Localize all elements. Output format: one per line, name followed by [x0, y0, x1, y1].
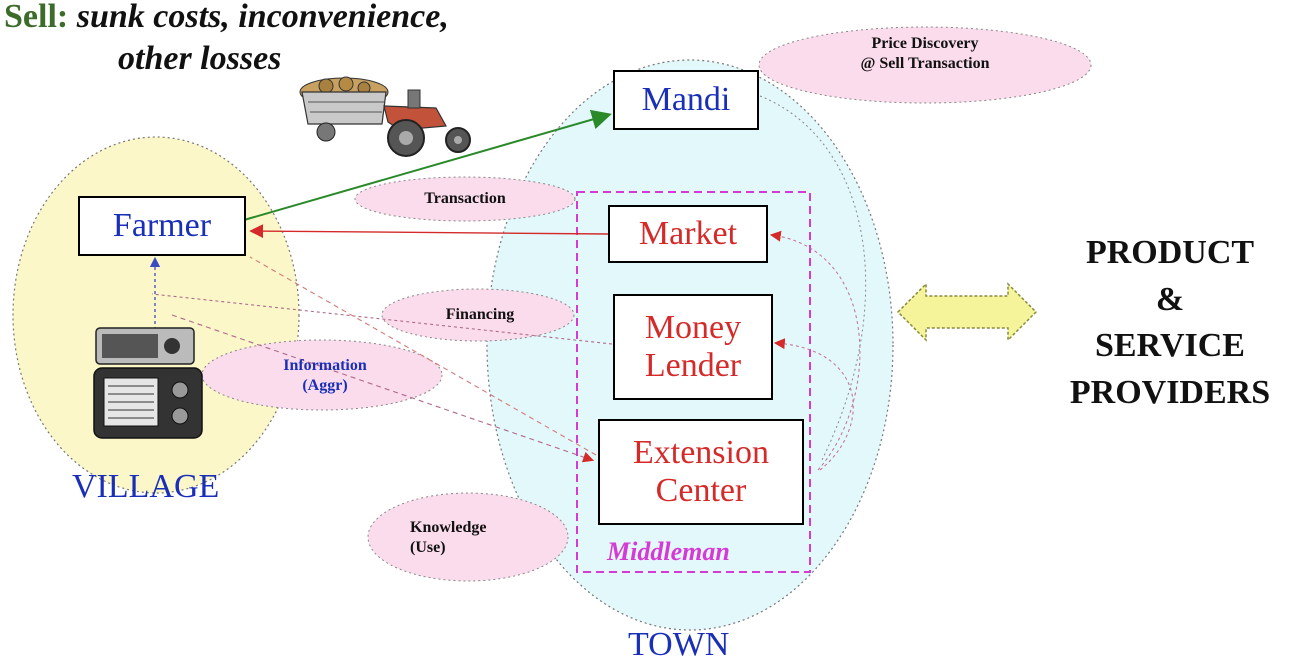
- providers-line-1: PRODUCT: [1085, 234, 1255, 271]
- header-line2-text: other losses: [118, 40, 282, 77]
- market-farmer-arrow: [249, 224, 609, 239]
- price-discovery-bubble: [758, 26, 1092, 104]
- transaction-bubble: [354, 176, 576, 222]
- information-bubble: [201, 339, 443, 411]
- price-discovery-label: Price Discovery @ Sell Transaction: [860, 35, 990, 72]
- town-label: TOWN: [628, 626, 730, 663]
- knowledge-label: Knowledge (Use): [410, 519, 487, 556]
- village-label: VILLAGE: [72, 468, 220, 505]
- curve-to-market: [769, 230, 861, 471]
- providers-line-4: PROVIDERS: [1069, 373, 1271, 411]
- middleman-label: Middleman: [607, 537, 730, 566]
- knowledge-bubble: [367, 492, 569, 582]
- tractor-icon: [299, 76, 471, 157]
- double-arrow-icon: [896, 282, 1038, 342]
- transaction-label: Transaction: [424, 190, 506, 207]
- extension-center-node: Extension Center: [598, 419, 804, 525]
- financing-bubble: [381, 288, 575, 342]
- financing-label: Financing: [445, 306, 515, 323]
- header-line-1: Sell: sunk costs, inconvenience,: [4, 0, 449, 36]
- radio-icon: [93, 327, 203, 439]
- providers-line-3: SERVICE: [1095, 327, 1245, 365]
- information-label: Information (Aggr): [283, 357, 367, 394]
- village-region: [12, 136, 300, 494]
- curve-to-lender: [773, 338, 854, 471]
- header-lead: Sell:: [4, 0, 69, 35]
- providers-label: PRODUCT & SERVICE PROVIDERS: [1030, 230, 1310, 416]
- providers-line-2: &: [1155, 280, 1185, 318]
- curve-from-mandi: [759, 95, 867, 461]
- radio-extension-link: [171, 314, 595, 463]
- farmer-mandi-arrow: [243, 109, 612, 221]
- lender-farmer-link: [151, 293, 613, 345]
- header-line1-text: sunk costs, inconvenience,: [76, 0, 449, 35]
- extension-farmer-link: [249, 256, 597, 456]
- market-node: Market: [608, 205, 768, 263]
- mandi-node: Mandi: [613, 70, 759, 130]
- money-lender-node: Money Lender: [613, 294, 773, 400]
- middleman-box: [576, 191, 811, 573]
- farmer-node: Farmer: [78, 196, 246, 256]
